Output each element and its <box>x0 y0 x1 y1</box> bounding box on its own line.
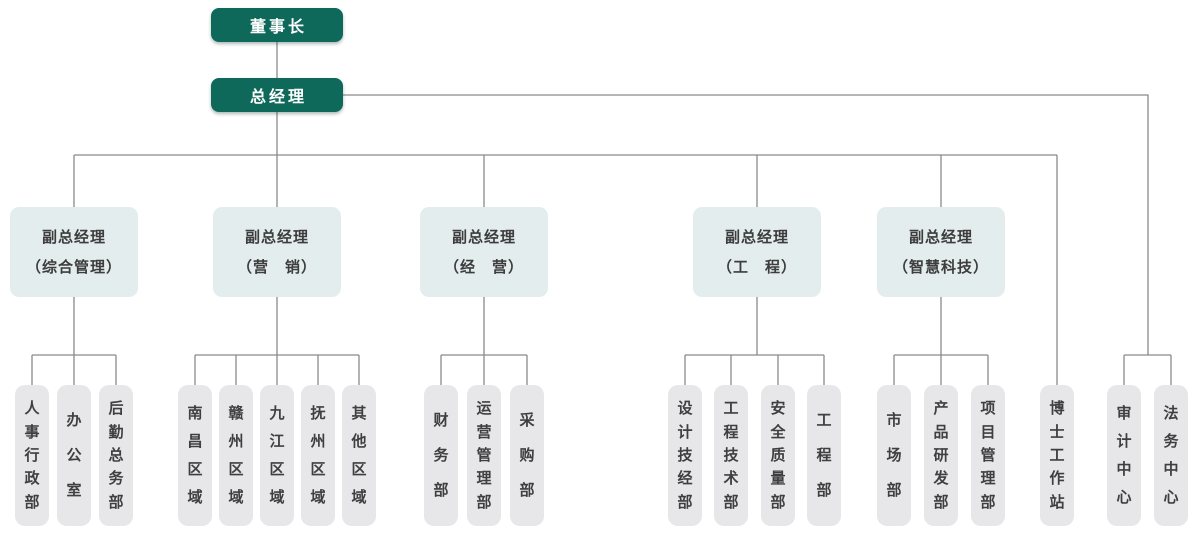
node-dept-eng-technology: 工程技术部 <box>714 385 748 526</box>
node-dept-engineering: 工程部 <box>807 385 841 526</box>
node-dept-jiujiang-region: 九江区域 <box>260 385 294 526</box>
node-deputy-general-admin: 副总经理 （综合管理） <box>10 207 138 297</box>
node-dept-operations-mgmt: 运营管理部 <box>467 385 501 526</box>
node-deputy-marketing: 副总经理 （营 销） <box>213 207 341 297</box>
node-chairman: 董事长 <box>211 8 343 42</box>
deputy-title: 副总经理 <box>244 228 309 246</box>
deputy-scope: （营 销） <box>236 258 317 276</box>
node-dept-product-rd: 产品研发部 <box>924 385 958 526</box>
node-deputy-smart-tech: 副总经理 （智慧科技） <box>877 207 1005 297</box>
deputy-title: 副总经理 <box>451 228 516 246</box>
node-dept-project-mgmt: 项目管理部 <box>971 385 1005 526</box>
node-deputy-engineering: 副总经理 （工 程） <box>693 207 821 297</box>
deputy-scope: （综合管理） <box>25 258 122 276</box>
deputy-title: 副总经理 <box>724 228 789 246</box>
node-legal-center: 法务中心 <box>1154 385 1188 526</box>
node-dept-safety-quality: 安全质量部 <box>761 385 795 526</box>
deputy-scope: （经 营） <box>443 258 524 276</box>
deputy-scope: （智慧科技） <box>892 258 989 276</box>
node-dept-finance: 财务部 <box>424 385 458 526</box>
node-audit-center: 审计中心 <box>1107 385 1141 526</box>
deputy-title: 副总经理 <box>41 228 106 246</box>
node-dept-nanchang-region: 南昌区域 <box>178 385 212 526</box>
node-dept-procurement: 采购部 <box>510 385 544 526</box>
node-dept-hr-admin: 人事行政部 <box>15 385 49 526</box>
node-dept-fuzhou-region: 抚州区域 <box>301 385 335 526</box>
node-general-manager: 总经理 <box>211 78 343 112</box>
node-dept-market: 市场部 <box>877 385 911 526</box>
deputy-scope: （工 程） <box>716 258 797 276</box>
node-dept-logistics: 后勤总务部 <box>99 385 133 526</box>
node-dept-other-region: 其他区域 <box>342 385 376 526</box>
node-dept-design-tech-econ: 设计技经部 <box>668 385 702 526</box>
node-dept-office: 办公室 <box>57 385 91 526</box>
node-dept-ganzhou-region: 赣州区域 <box>219 385 253 526</box>
node-phd-workstation: 博士工作站 <box>1040 385 1074 526</box>
node-deputy-operations: 副总经理 （经 营） <box>420 207 548 297</box>
deputy-title: 副总经理 <box>908 228 973 246</box>
